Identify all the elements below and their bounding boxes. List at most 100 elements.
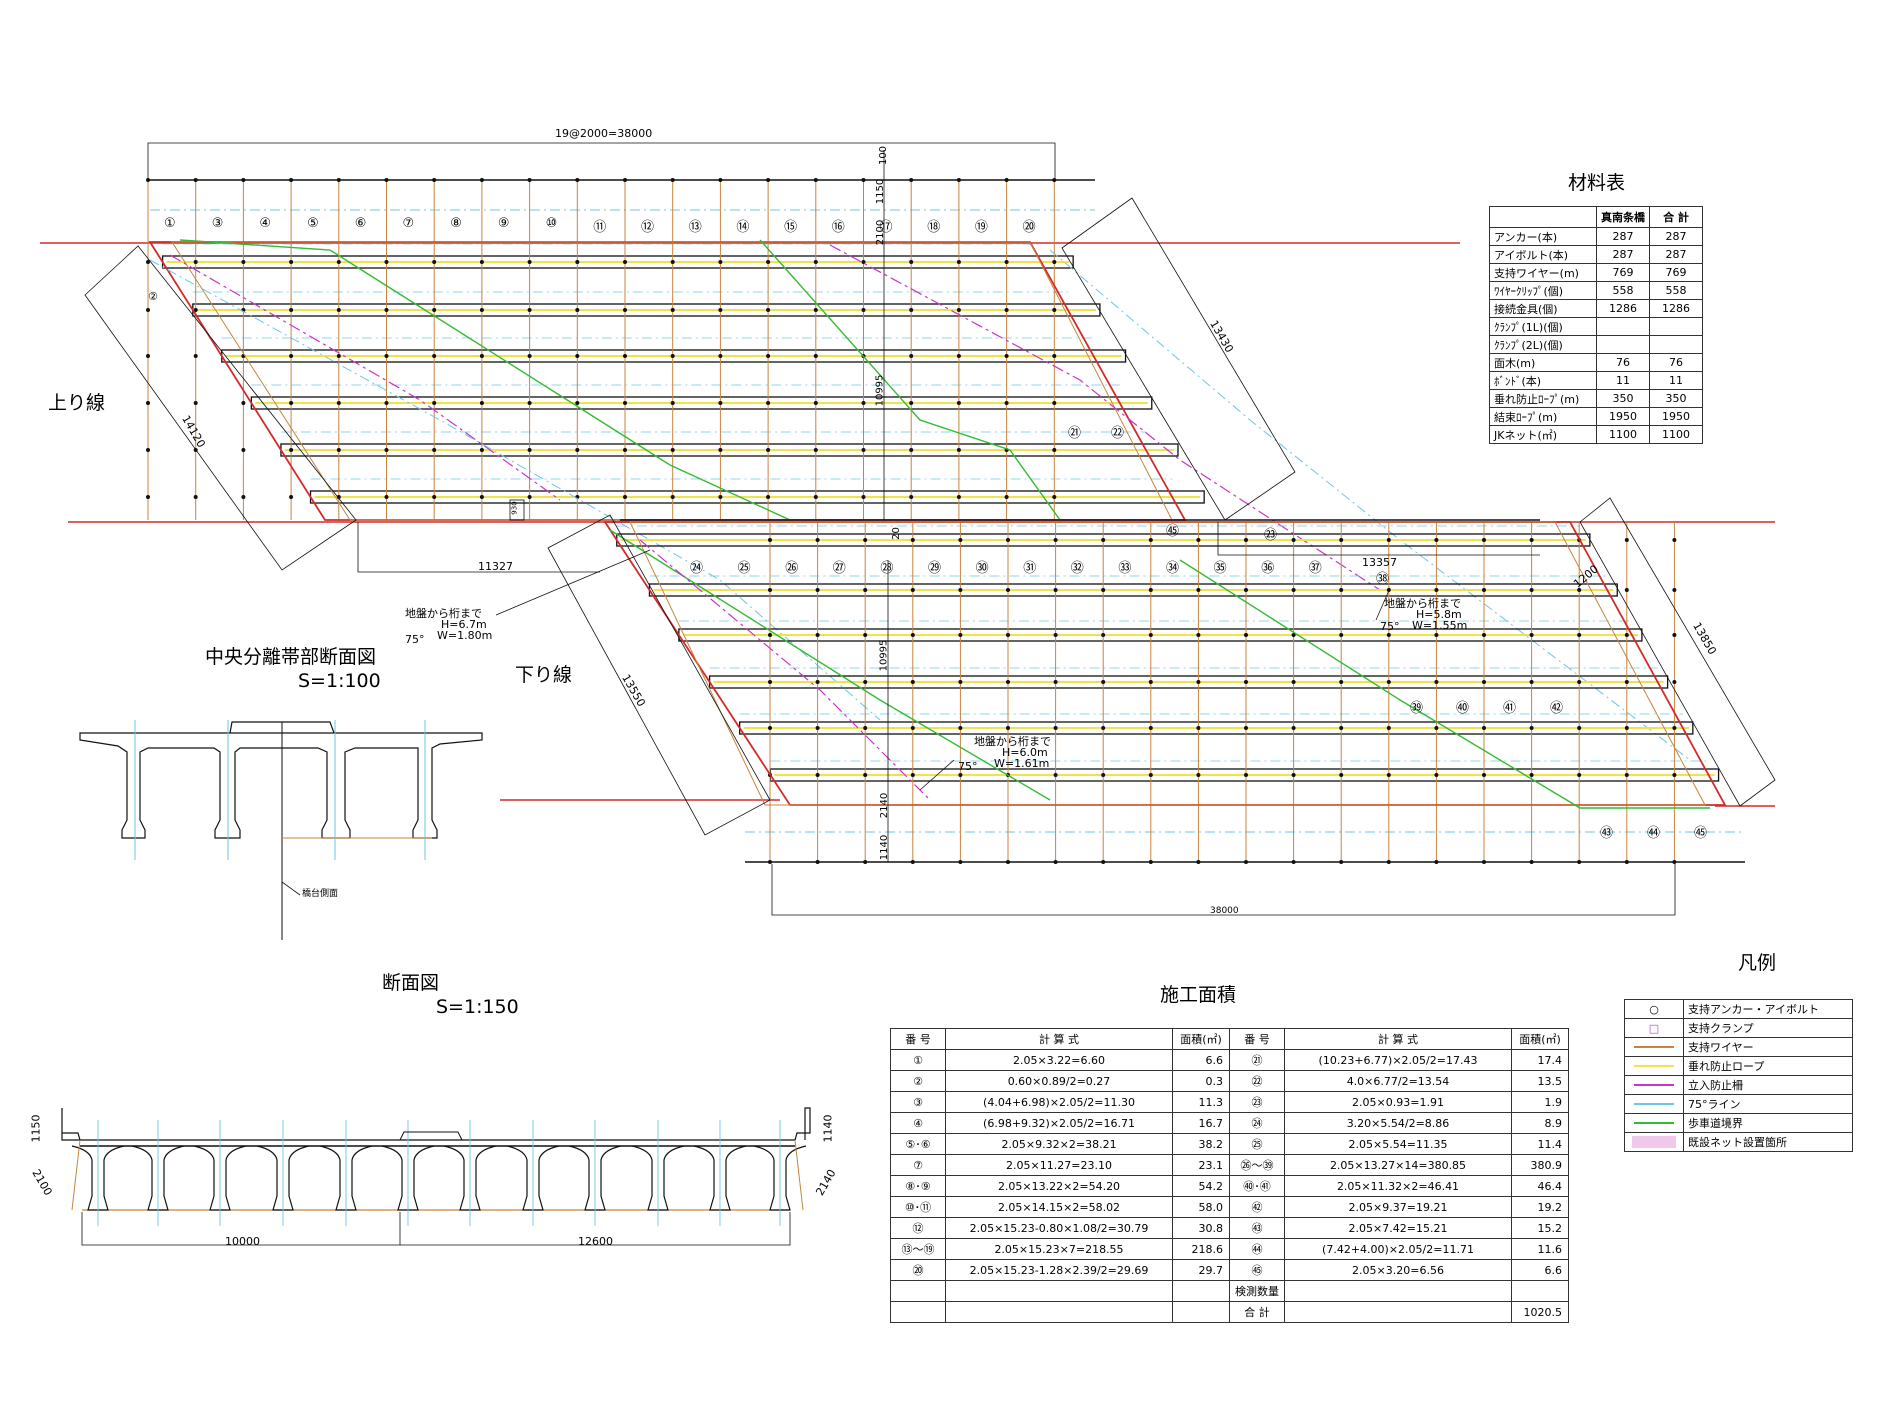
top-span-0: ① [164,216,176,231]
material-header-blank [1489,206,1597,228]
anchor-icon [1101,538,1106,542]
anchor-icon [1291,726,1296,730]
span-43: ㊸ [1600,826,1614,841]
anchor-icon [910,633,915,637]
anchor-icon [193,308,198,312]
area-value: 13.5 [1511,1070,1569,1092]
span-44: ㊹ [1647,826,1661,841]
anchor-icon [1386,726,1391,730]
anchor-icon [479,401,484,405]
anchor-icon [146,354,150,358]
area-no: ④ [890,1112,946,1134]
anchor-icon [1624,860,1629,864]
anchor-icon [958,633,963,637]
anchor-icon [241,401,246,405]
span-41: ㊶ [1503,701,1517,716]
area-value: 1.9 [1511,1091,1569,1113]
area-no: 合 計 [1229,1301,1285,1323]
anchor-icon [1624,588,1629,592]
anchor-icon [909,178,914,182]
anchor-icon [956,260,961,264]
area-header-row: 番 号 計 算 式 面積(㎡) 番 号 計 算 式 面積(㎡) [890,1028,1569,1050]
anchor-icon [623,401,627,405]
anchor-icon [956,308,961,312]
bottom-span-13: ㊲ [1308,561,1322,576]
legend-label: 75°ライン [1683,1094,1853,1114]
note-1-h: H=6.7m [441,618,487,631]
area-value: 38.2 [1172,1133,1230,1155]
anchor-icon [384,495,389,499]
anchor-icon [1101,726,1106,730]
anchor-icon [1672,538,1677,542]
anchor-icon [193,495,198,499]
legend-label: 歩車道境界 [1683,1113,1853,1133]
anchor-icon [575,354,580,358]
area-formula: (10.23+6.77)×2.05/2=17.43 [1284,1049,1512,1071]
anchor-icon [384,401,389,405]
material-qty: 11 [1649,371,1703,390]
anchor-icon [958,538,963,542]
area-value: 11.3 [1172,1091,1230,1113]
material-qty: 558 [1649,281,1703,300]
area-table-title: 施工面積 [1160,984,1237,1006]
anchor-icon [1386,680,1391,684]
legend-row: 支持ワイヤー [1624,1037,1853,1057]
area-no: ⑩･⑪ [890,1196,946,1218]
top-span-11: ⑬ [688,220,702,235]
anchor-icon [1482,680,1486,684]
anchor-icon [1006,680,1010,684]
dim-20: 20 [890,527,902,540]
anchor-icon [575,448,580,452]
area-no: ㊷ [1229,1196,1285,1218]
anchor-icon [1052,178,1057,182]
anchor-icon [909,448,914,452]
legend-line-icon [1634,1084,1674,1086]
dim-2140: 2140 [879,792,891,819]
anchor-icon [1529,773,1534,777]
note-1-w: W=1.80m [437,629,493,642]
area-no: ⑬～⑲ [890,1238,946,1260]
anchor-icon [527,178,532,182]
note-2-h: H=5.8m [1416,608,1462,621]
anchor-icon [575,178,580,182]
anchor-icon [623,448,627,452]
anchor-icon [623,178,627,182]
material-qty [1596,317,1650,336]
anchor-icon [718,308,723,312]
anchor-icon [813,354,818,358]
area-formula: 4.0×6.77/2=13.54 [1284,1070,1512,1092]
dim-930: 930 [510,501,519,515]
anchor-icon [1577,726,1582,730]
anchor-icon [1006,633,1010,637]
area-formula: 2.05×0.93=1.91 [1284,1091,1512,1113]
legend-symbol [1624,1037,1684,1057]
dim-100: 100 [878,145,890,166]
legend-row: 歩車道境界 [1624,1113,1853,1133]
legend-label: 支持クランプ [1683,1018,1853,1038]
median-section-title: 中央分離帯部断面図 [205,646,377,668]
anchor-icon [146,448,150,452]
anchor-icon [718,178,723,182]
area-formula [1284,1301,1512,1323]
upper-deck [84,142,1691,761]
anchor-icon [479,308,484,312]
note-2-title: 地盤から桁まで [1384,597,1461,610]
top-span-8: ⑩ [545,216,558,231]
anchor-icon [336,260,341,264]
dim-11327: 11327 [478,560,513,573]
anchor-icon [1482,538,1486,542]
material-name: 垂れ防止ﾛｰﾌﾟ(m) [1489,389,1597,408]
area-no [890,1301,946,1323]
note-3-w: W=1.61m [994,757,1050,770]
legend-symbol: ○ [1624,999,1684,1019]
anchor-icon [432,308,437,312]
anchor-icon [1672,680,1677,684]
anchor-icon [718,401,723,405]
dim-13357: 13357 [1362,556,1397,569]
